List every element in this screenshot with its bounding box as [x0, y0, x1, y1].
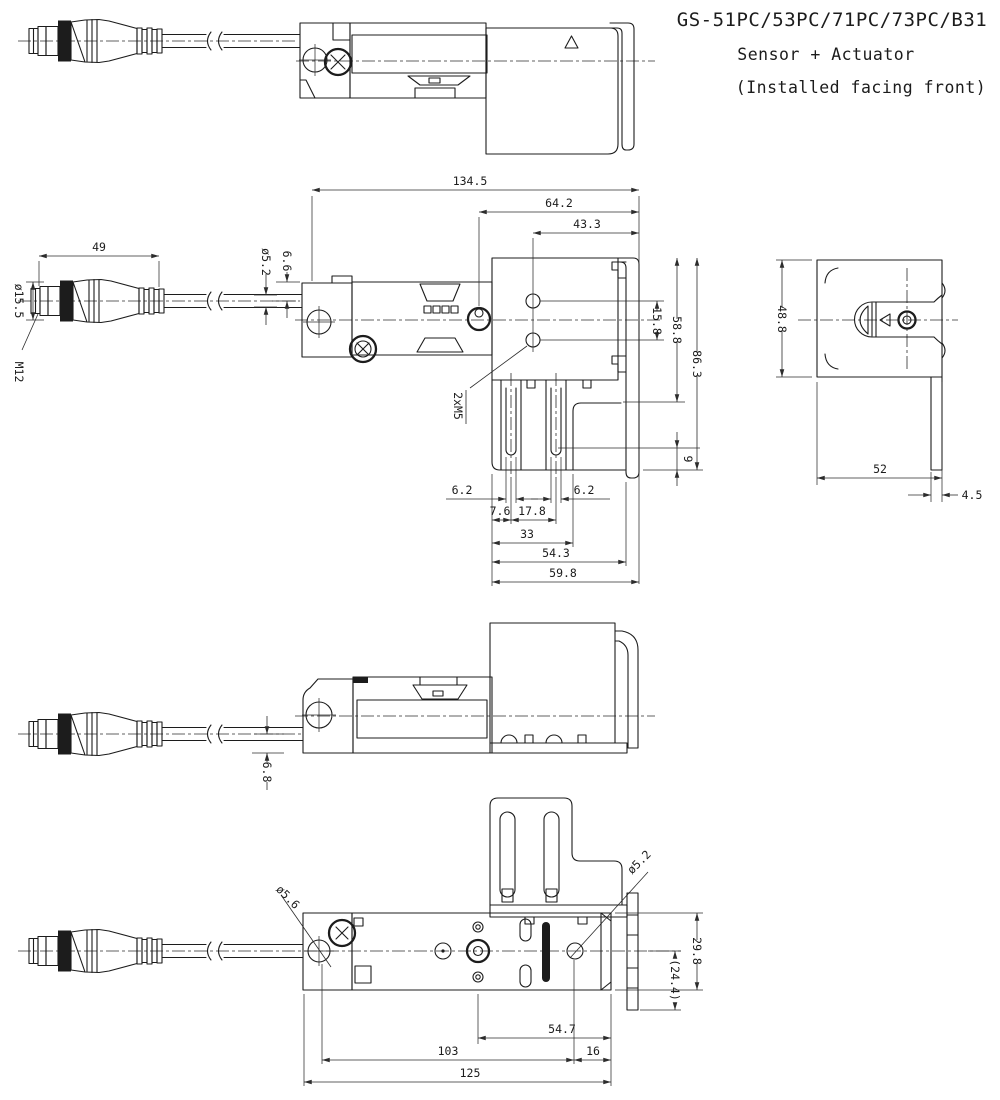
bottom-view: ø5.2 ø5.6 29.8 (24.4) 54.7 103 16 125 [18, 797, 704, 1086]
cable-break [206, 31, 223, 51]
actuator-block [489, 622, 616, 744]
sensor-body [349, 22, 487, 99]
lock-screw [897, 310, 917, 330]
dim-to-bracket: 54.3 [542, 546, 570, 560]
dim-hole-to-end: 43.3 [573, 217, 601, 231]
dim-hole-dia: ø5.6 [273, 882, 303, 912]
mount-bracket [614, 630, 639, 749]
actuator-block [816, 259, 943, 378]
dim-cable-offset: 6.6 [280, 251, 294, 272]
dim-body-depth: 29.8 [690, 937, 704, 965]
mount-bracket [930, 376, 943, 471]
mount-plate [302, 912, 353, 991]
mount-bracket [617, 257, 640, 479]
led-indicator [432, 305, 441, 314]
dim-legs-width: 33 [520, 527, 534, 541]
dim-adjuster-span: 54.7 [548, 1022, 576, 1036]
dim-adjuster-to-end: 64.2 [545, 196, 573, 210]
dim-mount-span: 103 [438, 1044, 459, 1058]
adjuster [466, 306, 492, 332]
direction-triangle-icon [564, 35, 579, 49]
dim-bracket-depth: (24.4) [668, 959, 682, 1001]
direction-triangle-icon [879, 313, 891, 327]
cable [161, 33, 301, 49]
dim-overall-width: 125 [460, 1066, 481, 1080]
front-view: 134.5 64.2 43.3 49 ø15.5 M12 ø5.2 6.6 15… [12, 174, 704, 586]
dim-cable-dia: ø5.2 [259, 248, 273, 276]
dim-connector-dia: ø15.5 [12, 284, 26, 319]
dim-connector-length: 49 [92, 240, 106, 254]
side-view: 48.8 52 4.5 [775, 259, 983, 502]
mount-hole [566, 942, 584, 960]
led-indicator [450, 305, 459, 314]
label-thread-holes: 2xM5 [451, 392, 465, 420]
actuator-slot [543, 811, 560, 898]
dim-body-height: 58.8 [670, 316, 684, 344]
actuator-slot [853, 294, 943, 345]
model-number: GS-51PC/53PC/71PC/73PC/B31 [677, 9, 987, 31]
rear-view: 6.8 [18, 622, 655, 790]
drawing-note: (Installed facing front) [736, 78, 986, 97]
dim-width: 52 [873, 462, 887, 476]
dim-height: 48.8 [775, 305, 789, 333]
sensor-body [352, 676, 493, 754]
sensor-body [351, 912, 612, 991]
dim-slot-pitch: 17.8 [518, 504, 546, 518]
dim-edge-offset: 16 [586, 1044, 600, 1058]
top-view [18, 18, 655, 155]
label-thread: M12 [12, 362, 26, 383]
dim-cable-offset: 6.8 [260, 762, 274, 783]
led-indicator [441, 305, 450, 314]
clamp-screw [348, 334, 378, 364]
dim-slot-width-left: 6.2 [452, 483, 473, 497]
actuator-block [491, 257, 619, 381]
actuator-slot [499, 811, 516, 898]
dim-slot-dia: ø5.2 [624, 847, 653, 876]
mount-bracket [609, 22, 635, 151]
dim-bracket-thickness: 4.5 [962, 488, 983, 502]
adjuster [465, 938, 491, 964]
actuator-block [485, 27, 619, 155]
dim-overall-width: 59.8 [549, 566, 577, 580]
dim-leg-step: 9 [681, 456, 695, 463]
led-indicator [423, 305, 432, 314]
clamp-screw [323, 47, 353, 77]
actuator-block [489, 797, 623, 906]
dim-slot-width-right: 6.2 [574, 483, 595, 497]
dim-overall-length: 134.5 [453, 174, 488, 188]
beam-slot [542, 922, 550, 982]
title-block: GS-51PC/53PC/71PC/73PC/B31 Sensor + Actu… [677, 9, 987, 97]
mount-bracket [626, 892, 639, 1011]
dim-hole-pitch: 15.8 [650, 307, 664, 335]
dim-overall-height: 86.3 [690, 350, 704, 378]
beam-window [419, 283, 461, 302]
clamp-screw [327, 918, 357, 948]
drawing-subtitle: Sensor + Actuator [737, 45, 914, 64]
dim-edge-to-slot: 7.6 [490, 504, 511, 518]
